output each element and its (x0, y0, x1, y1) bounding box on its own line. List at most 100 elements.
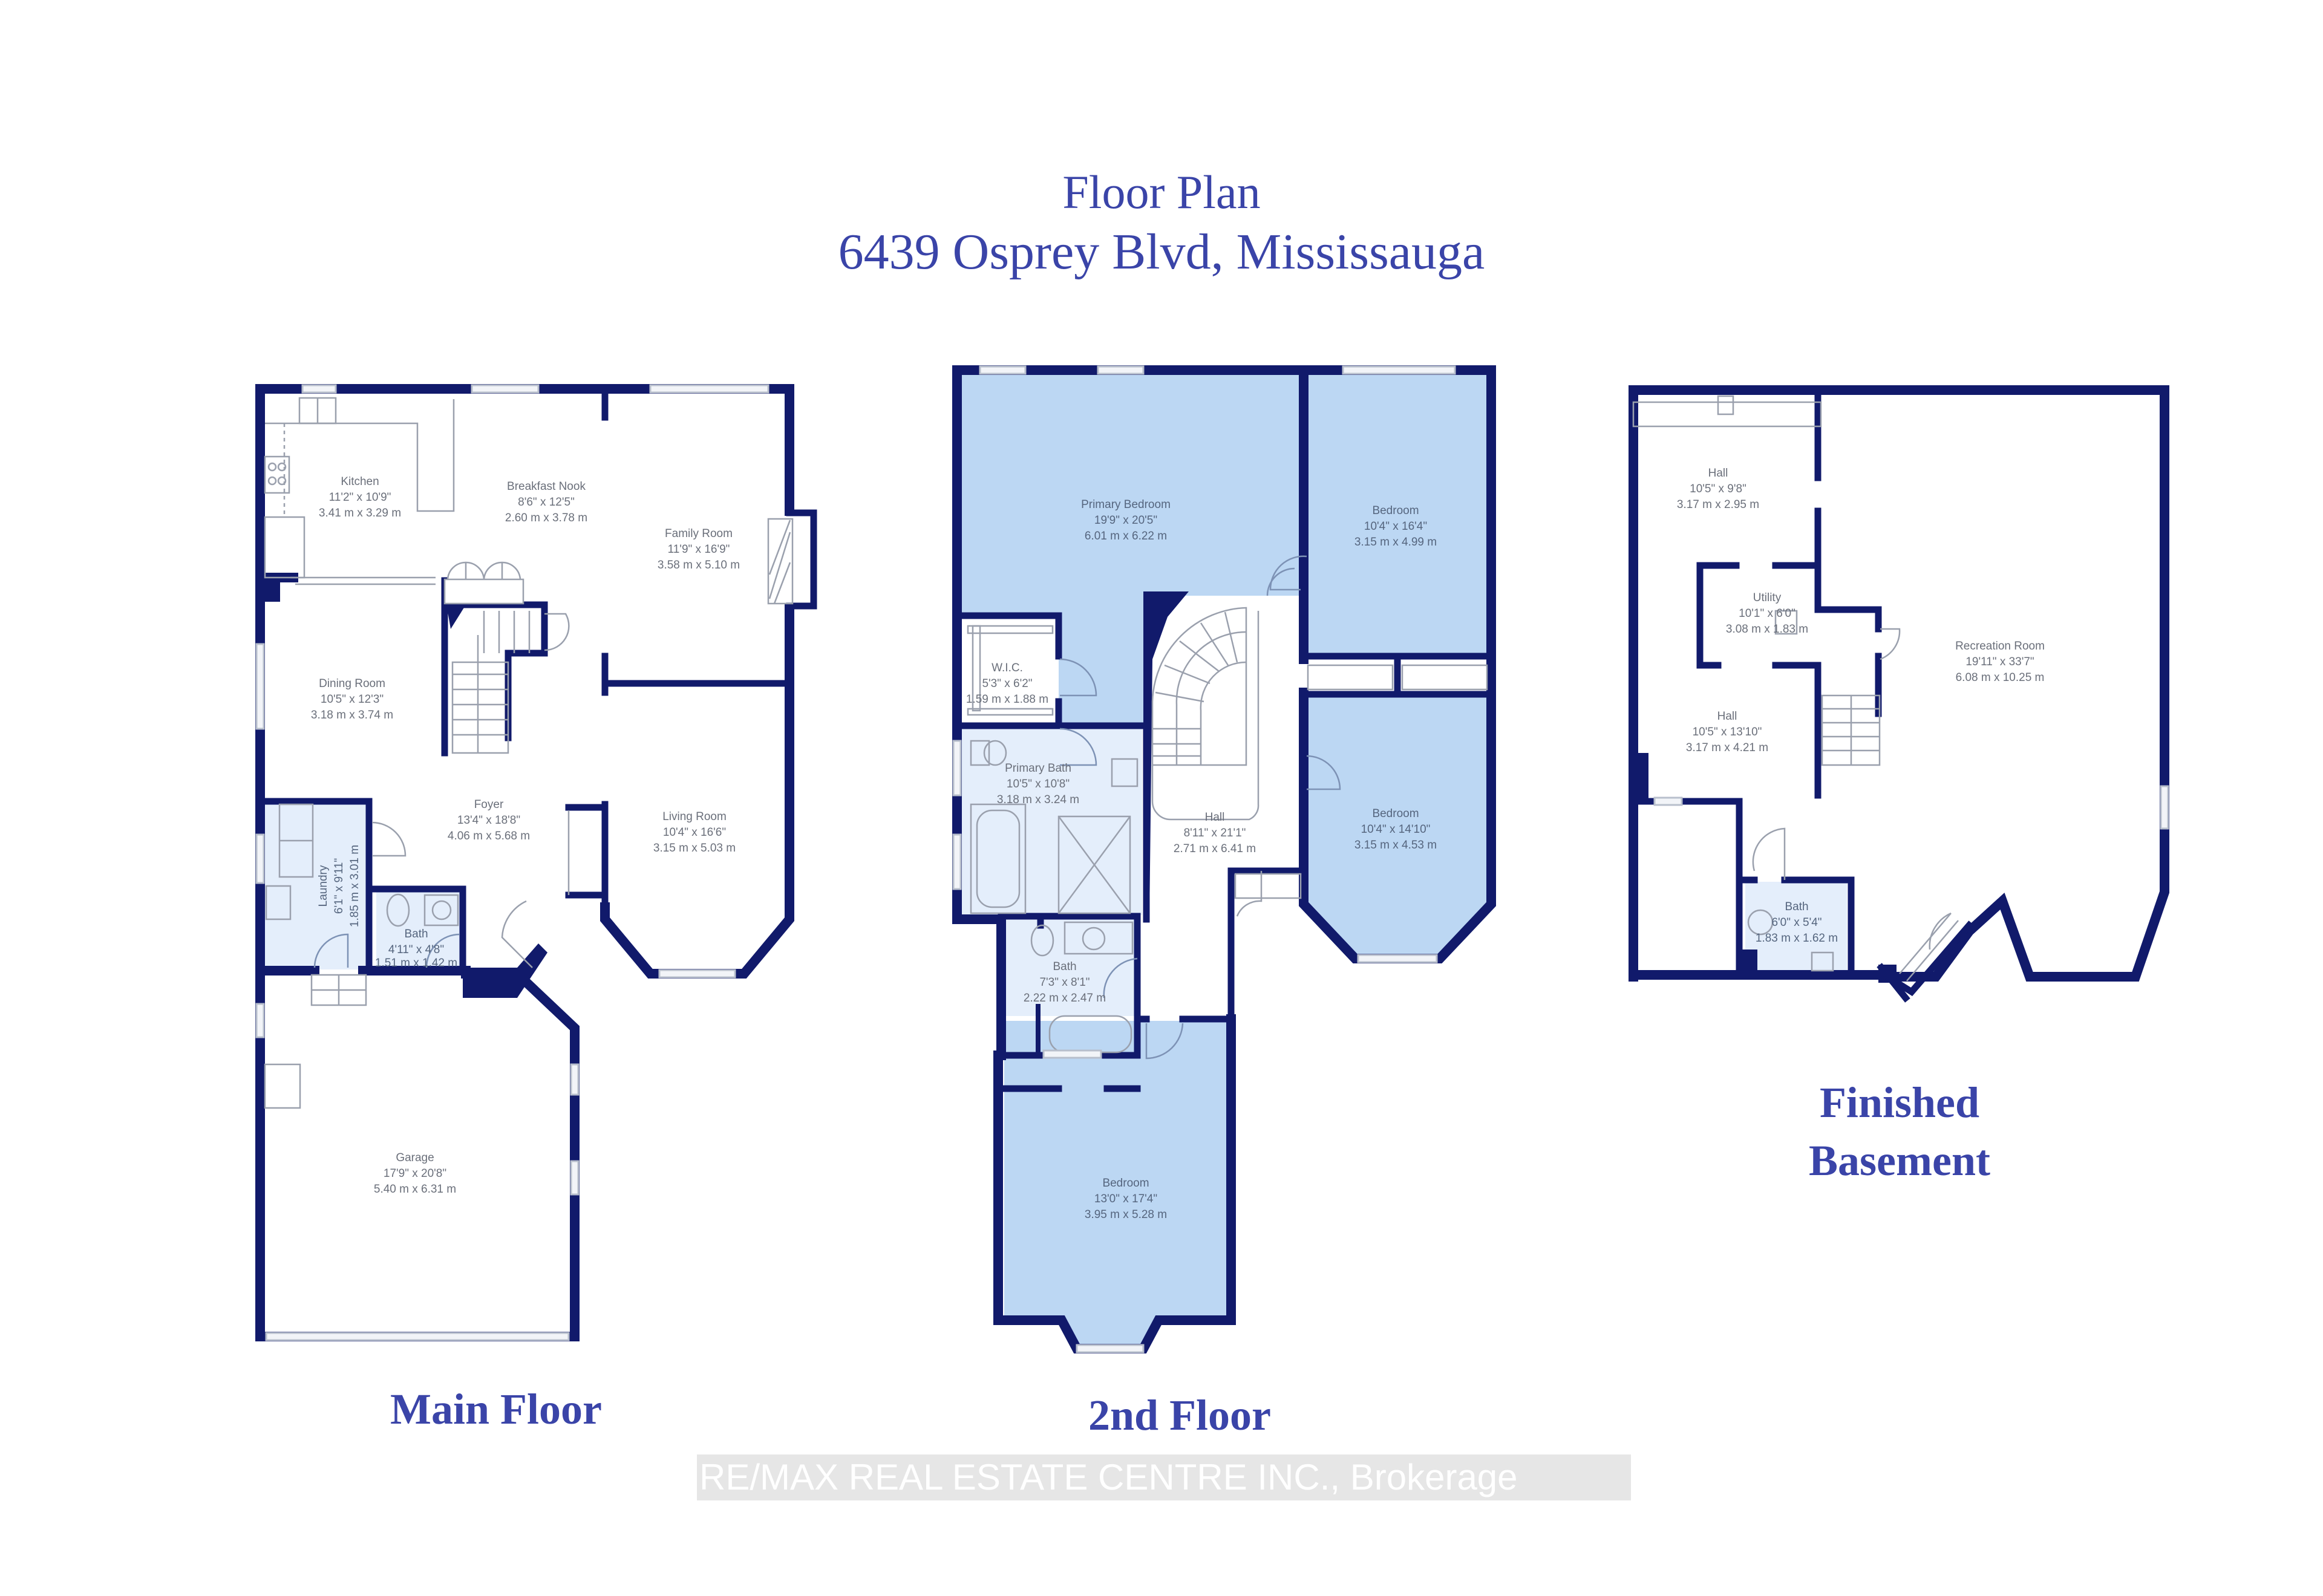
svg-text:Bath: Bath (404, 928, 428, 940)
svg-text:10'4" x 14'10": 10'4" x 14'10" (1361, 823, 1431, 836)
svg-text:Bath: Bath (1053, 960, 1076, 973)
kitchen-counters (264, 397, 455, 579)
svg-text:Kitchen: Kitchen (341, 475, 379, 488)
second-floor-label: 2nd Floor (1088, 1391, 1272, 1439)
bedroom-se-fill (1307, 695, 1487, 957)
bedroom-ne-fill (1307, 375, 1487, 653)
basement-staircase (1821, 694, 1881, 766)
svg-text:8'6" x 12'5": 8'6" x 12'5" (518, 496, 575, 509)
svg-text:10'5" x 10'8": 10'5" x 10'8" (1007, 778, 1070, 790)
svg-text:5.40 m x 6.31 m: 5.40 m x 6.31 m (374, 1183, 456, 1196)
bath-fill (1005, 919, 1135, 1016)
svg-text:W.I.C.: W.I.C. (992, 662, 1023, 674)
second-floor-plan: Primary Bedroom 19'9" x 20'5" 6.01 m x 6… (952, 365, 1496, 1353)
svg-text:10'1" x 6'0": 10'1" x 6'0" (1739, 607, 1795, 620)
svg-text:6.08 m x 10.25 m: 6.08 m x 10.25 m (1956, 671, 2045, 684)
svg-text:3.08 m x 1.83 m: 3.08 m x 1.83 m (1726, 623, 1808, 636)
fireplace-wall (786, 509, 817, 610)
wet-bar-counter (1632, 401, 1822, 428)
page-title: Floor Plan (1062, 166, 1261, 218)
svg-text:17'9" x 20'8": 17'9" x 20'8" (384, 1167, 446, 1180)
svg-text:4'11" x 4'8": 4'11" x 4'8" (388, 943, 444, 956)
svg-text:3.15 m x 4.53 m: 3.15 m x 4.53 m (1354, 839, 1437, 852)
basement-label-line2: Basement (1809, 1136, 1990, 1185)
basement-exit-door (1929, 912, 1952, 950)
living-room-bay-wall (600, 603, 794, 979)
svg-text:13'4" x 18'8": 13'4" x 18'8" (457, 814, 520, 827)
svg-text:Primary Bath: Primary Bath (1005, 762, 1071, 775)
svg-text:Hall: Hall (1708, 467, 1728, 480)
main-staircase (451, 611, 531, 754)
svg-text:13'0" x 17'4": 13'0" x 17'4" (1094, 1193, 1157, 1205)
svg-text:Laundry: Laundry (317, 865, 330, 907)
closet-door-swing (544, 613, 570, 651)
window (301, 384, 337, 394)
svg-text:2.22 m x 2.47 m: 2.22 m x 2.47 m (1024, 992, 1106, 1005)
svg-text:7'3" x 8'1": 7'3" x 8'1" (1039, 976, 1090, 989)
svg-text:3.95 m x 5.28 m: 3.95 m x 5.28 m (1085, 1208, 1167, 1221)
svg-text:8'11" x 21'1": 8'11" x 21'1" (1184, 827, 1246, 839)
svg-text:11'9" x 16'9": 11'9" x 16'9" (668, 543, 730, 556)
svg-text:Breakfast Nook: Breakfast Nook (507, 480, 586, 493)
svg-text:Hall: Hall (1205, 811, 1225, 824)
svg-text:19'9" x 20'5": 19'9" x 20'5" (1094, 514, 1157, 527)
toilet-icon (386, 893, 410, 927)
svg-text:Foyer: Foyer (474, 798, 504, 811)
bathtub-icon (970, 803, 1027, 914)
svg-text:3.17 m x 2.95 m: 3.17 m x 2.95 m (1677, 498, 1759, 511)
svg-text:3.58 m x 5.10 m: 3.58 m x 5.10 m (658, 559, 740, 572)
property-address: 6439 Osprey Blvd, Mississauga (838, 224, 1485, 280)
basement-label-line1: Finished (1819, 1078, 1980, 1127)
basement-outer-wall (1629, 385, 2169, 982)
garage-shelf (264, 1063, 301, 1109)
primary-bedroom-fill (961, 375, 1302, 726)
svg-text:10'5" x 12'3": 10'5" x 12'3" (321, 693, 384, 706)
svg-text:Bedroom: Bedroom (1372, 807, 1419, 820)
vanity-sink-icon (1111, 758, 1139, 787)
main-floor-room-labels: Kitchen 11'2" x 10'9" 3.41 m x 3.29 m Br… (311, 475, 740, 1196)
svg-text:Hall: Hall (1717, 710, 1737, 723)
laundry-wall (256, 798, 373, 971)
svg-text:3.41 m x 3.29 m: 3.41 m x 3.29 m (319, 507, 401, 520)
svg-text:1.51 m x 1.42 m: 1.51 m x 1.42 m (375, 957, 457, 969)
main-floor-plan: Kitchen 11'2" x 10'9" 3.41 m x 3.29 m Br… (255, 384, 817, 1341)
second-floor-staircase (1151, 607, 1260, 821)
svg-text:Bedroom: Bedroom (1372, 504, 1419, 517)
svg-text:3.15 m x 4.99 m: 3.15 m x 4.99 m (1354, 536, 1437, 549)
laundry-sink-icon (265, 885, 292, 920)
svg-text:3.17 m x 4.21 m: 3.17 m x 4.21 m (1686, 741, 1768, 754)
basement-bath-fill (1745, 882, 1847, 971)
bath-wall (365, 885, 466, 971)
svg-text:3.18 m x 3.74 m: 3.18 m x 3.74 m (311, 709, 393, 721)
toilet-icon (970, 740, 990, 766)
svg-text:1.59 m x 1.88 m: 1.59 m x 1.88 m (966, 693, 1048, 706)
svg-text:3.15 m x 5.03 m: 3.15 m x 5.03 m (653, 842, 736, 855)
svg-text:Primary Bedroom: Primary Bedroom (1081, 498, 1171, 511)
bedroom-south-fill (1004, 1021, 1228, 1344)
sink-icon-2 (1063, 921, 1134, 955)
toilet-icon-2 (1030, 924, 1054, 957)
garage-door (265, 1332, 570, 1341)
svg-text:6.01 m x 6.22 m: 6.01 m x 6.22 m (1085, 530, 1167, 542)
closet-icon (1307, 664, 1394, 691)
svg-text:10'5" x 13'10": 10'5" x 13'10" (1693, 726, 1762, 738)
second-floor-room-labels: Primary Bedroom 19'9" x 20'5" 6.01 m x 6… (966, 498, 1437, 1221)
sink-icon (423, 894, 459, 927)
svg-text:Utility: Utility (1753, 591, 1782, 604)
double-door-closet (443, 578, 524, 605)
svg-text:10'5" x 9'8": 10'5" x 9'8" (1690, 483, 1746, 495)
storage-wall (1678, 798, 1743, 977)
shower-icon (1057, 815, 1131, 914)
main-floor-label: Main Floor (390, 1385, 602, 1433)
svg-text:Dining Room: Dining Room (319, 677, 385, 690)
basement-room-labels: Hall 10'5" x 9'8" 3.17 m x 2.95 m Utilit… (1677, 467, 2045, 945)
utility-fixture (1774, 610, 1798, 635)
svg-text:Living Room: Living Room (662, 810, 727, 823)
svg-text:5'3" x 6'2": 5'3" x 6'2" (982, 677, 1032, 690)
svg-text:11'2" x 10'9": 11'2" x 10'9" (329, 491, 391, 504)
brokerage-watermark: RE/MAX REAL ESTATE CENTRE INC., Brokerag… (697, 1454, 1631, 1500)
fridge-icon (264, 516, 305, 579)
basement-toilet-icon (1747, 909, 1774, 936)
basement-label: Finished Basement (1742, 1073, 2057, 1190)
